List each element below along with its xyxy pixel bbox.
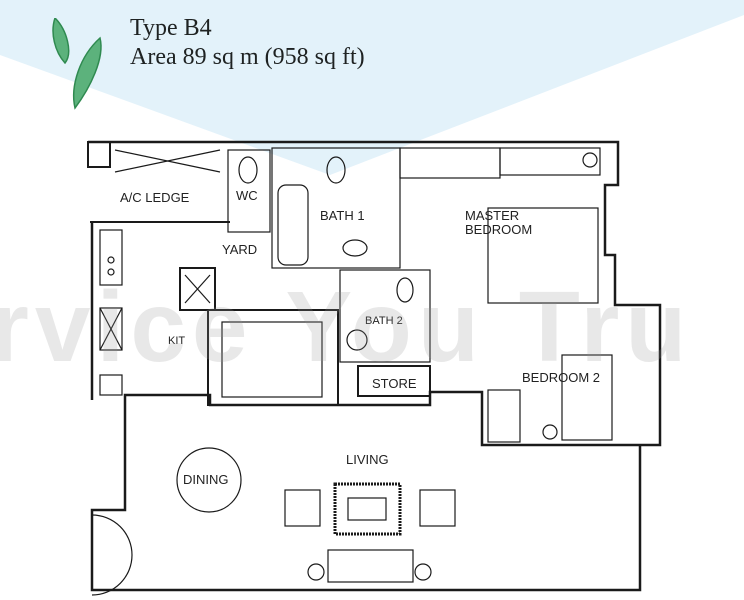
leaf-icon <box>52 18 70 65</box>
store-room <box>357 365 431 397</box>
room-label-kitchen: KIT <box>168 335 185 347</box>
room-label-living: LIVING <box>346 452 389 467</box>
room-label-bath1: BATH 1 <box>320 208 365 223</box>
room-label-yard: YARD <box>222 242 257 257</box>
room-label-wc: WC <box>236 188 258 203</box>
bath2-toilet <box>396 277 414 303</box>
fridge <box>99 374 123 396</box>
leaf-icon <box>73 36 102 110</box>
bath2-basin <box>346 329 368 351</box>
unit-area: Area 89 sq m (958 sq ft) <box>130 44 365 70</box>
coffee-table <box>333 482 402 536</box>
bed <box>221 321 323 398</box>
room-label-dining: DINING <box>183 472 229 487</box>
tv-rug <box>347 497 387 521</box>
armchair-right <box>419 489 456 527</box>
bathtub <box>277 184 309 266</box>
sink-basin <box>107 256 115 264</box>
watermark: rvice You Tru <box>0 271 693 383</box>
room-label-bedroom2: BEDROOM 2 <box>522 370 600 385</box>
lamp-icon <box>414 563 432 581</box>
room-label-master-2: BEDROOM <box>465 222 532 237</box>
lamp-icon <box>307 563 325 581</box>
dining-table <box>176 447 242 513</box>
unit-type: Type B4 <box>130 15 212 41</box>
central-room <box>207 309 339 406</box>
bedroom2-bed <box>561 354 613 441</box>
stove <box>99 307 123 351</box>
wc-toilet <box>238 156 258 184</box>
sofa <box>327 549 414 583</box>
ac-ledge-x2 <box>114 149 221 173</box>
bath2-room <box>339 269 431 363</box>
master-bed <box>487 207 599 304</box>
outer-wall <box>88 140 662 592</box>
room-label-master-1: MASTER <box>465 208 519 223</box>
wc-room <box>227 149 271 233</box>
background-wash <box>0 0 744 175</box>
leaf-decoration <box>52 18 102 110</box>
bath1-room <box>271 147 401 269</box>
entry-door <box>91 514 133 596</box>
armchair-left <box>284 489 321 527</box>
room-label-store: STORE <box>372 376 417 391</box>
master-wardrobe <box>399 147 501 179</box>
lamp-icon <box>542 424 558 440</box>
bath1-toilet <box>326 156 346 184</box>
kitchen-sink <box>99 229 123 286</box>
bedroom2-wardrobe <box>487 389 521 443</box>
unit-title: Type B4 Area 89 sq m (958 sq ft) <box>130 14 365 72</box>
lamp-icon <box>582 152 598 168</box>
room-label-ac-ledge: A/C LEDGE <box>120 190 190 205</box>
room-label-bath2: BATH 2 <box>365 315 403 327</box>
stove-x <box>99 307 123 351</box>
bath1-basin <box>342 239 368 257</box>
yard-shaft <box>179 267 216 311</box>
sink-basin <box>107 268 115 276</box>
ac-ledge-column <box>87 141 111 168</box>
shaft-x <box>184 274 211 304</box>
master-desk <box>499 147 601 176</box>
